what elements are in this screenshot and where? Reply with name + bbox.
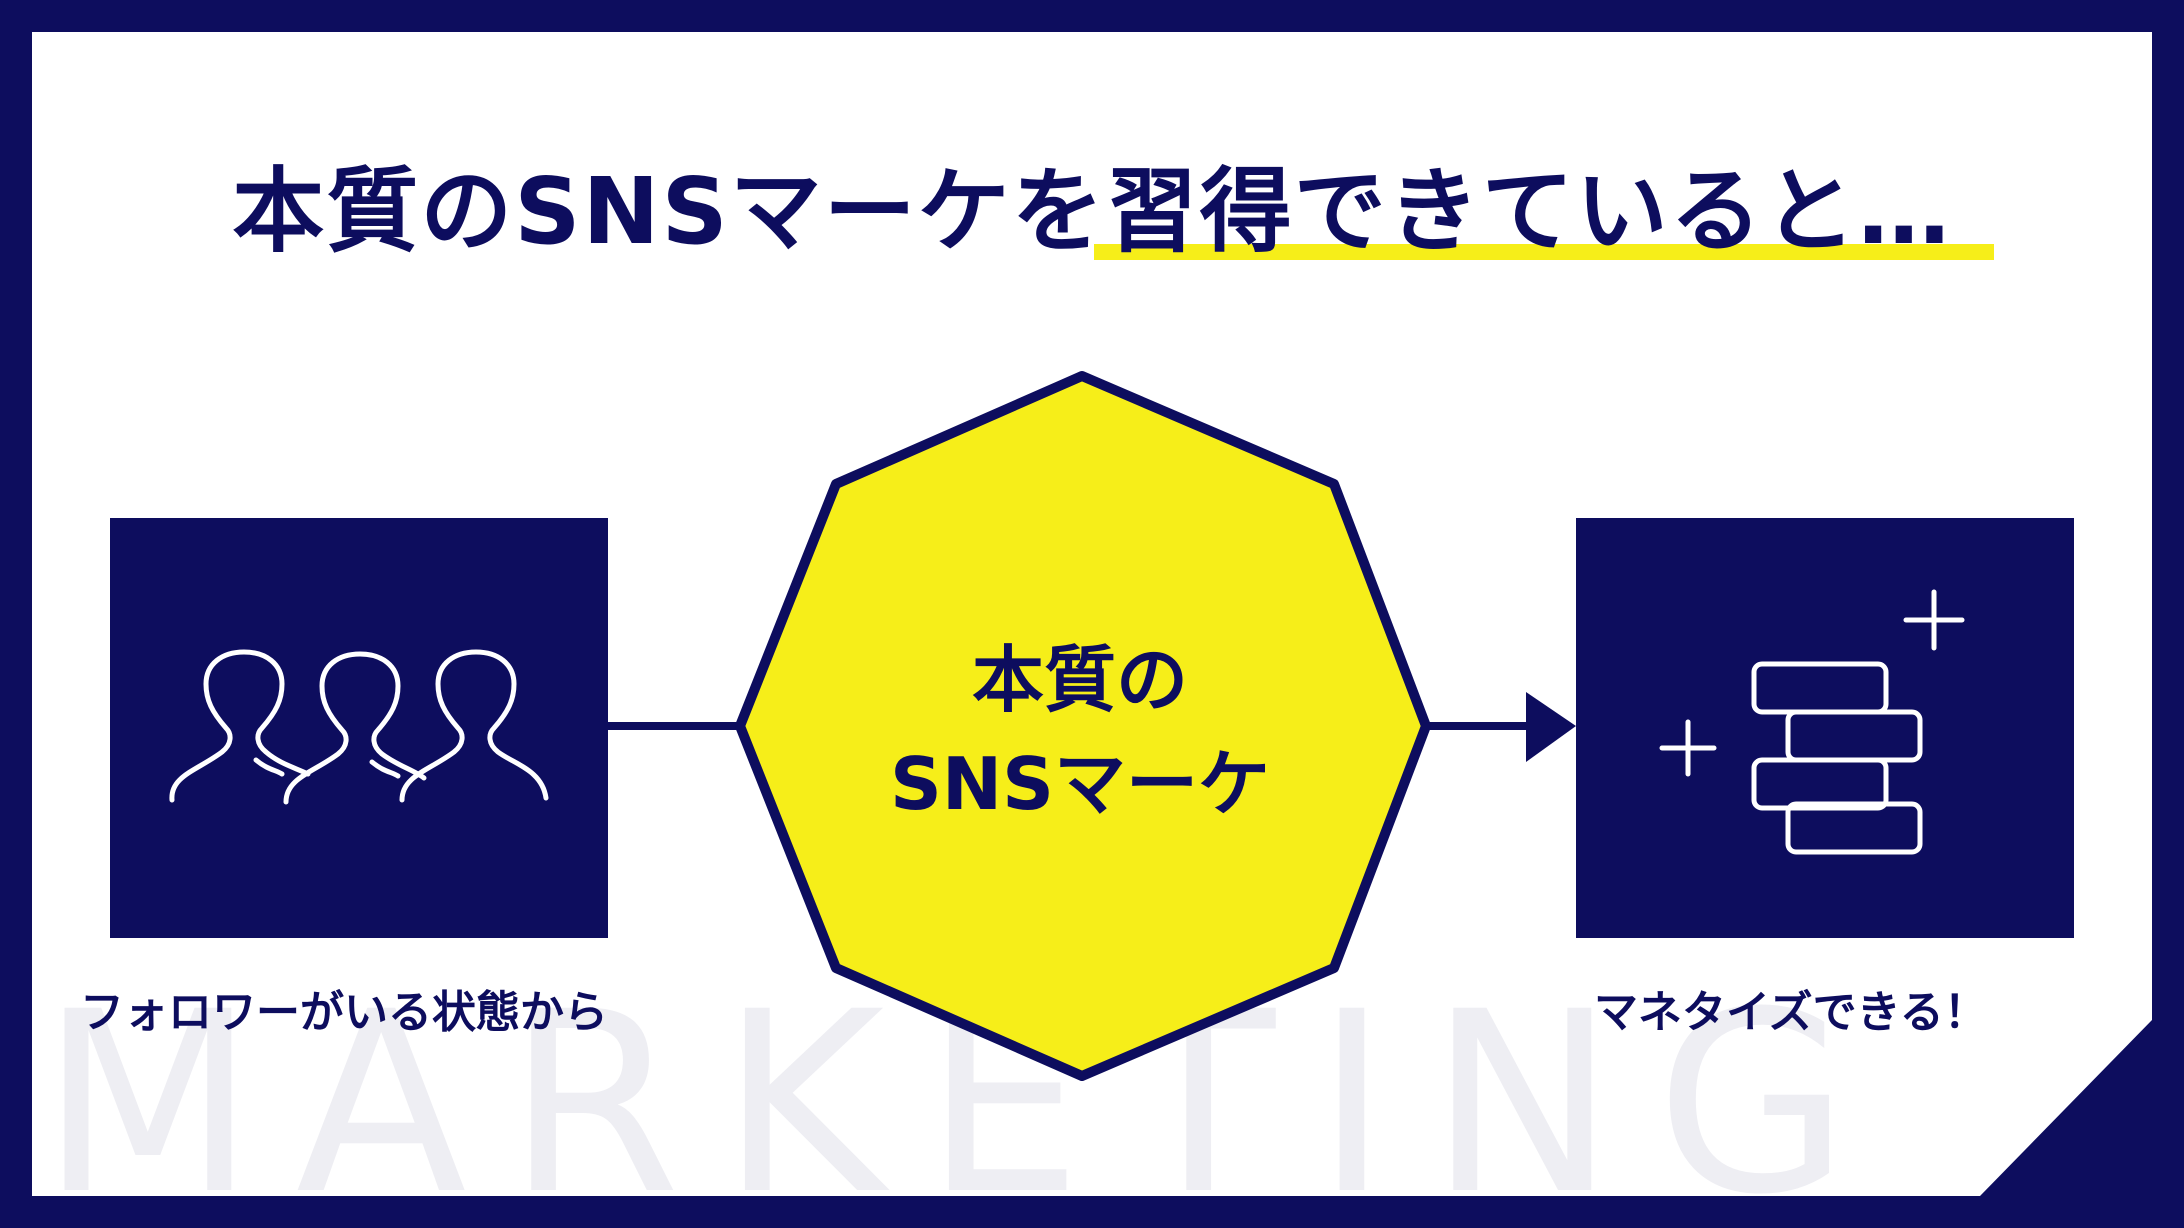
center-label-line2: SNSマーケ — [890, 742, 1270, 826]
users-icon — [169, 649, 549, 805]
center-label-line1: 本質の — [971, 638, 1188, 722]
right-box — [1576, 518, 2074, 938]
headline: 本質のSNSマーケを習得できていると… — [232, 158, 1952, 265]
center-shape — [735, 371, 1431, 1081]
left-box — [110, 518, 608, 938]
headline-underline — [1094, 244, 1994, 260]
right-caption: マネタイズできる！ — [1594, 987, 1988, 1038]
arrow-head — [1526, 692, 1576, 762]
left-caption: フォロワーがいる状態から — [80, 987, 608, 1038]
coin-stack-plus-icon — [1659, 589, 1965, 855]
corner-cut — [1980, 1020, 2152, 1196]
center-label: 本質の SNSマーケ — [760, 628, 1400, 836]
